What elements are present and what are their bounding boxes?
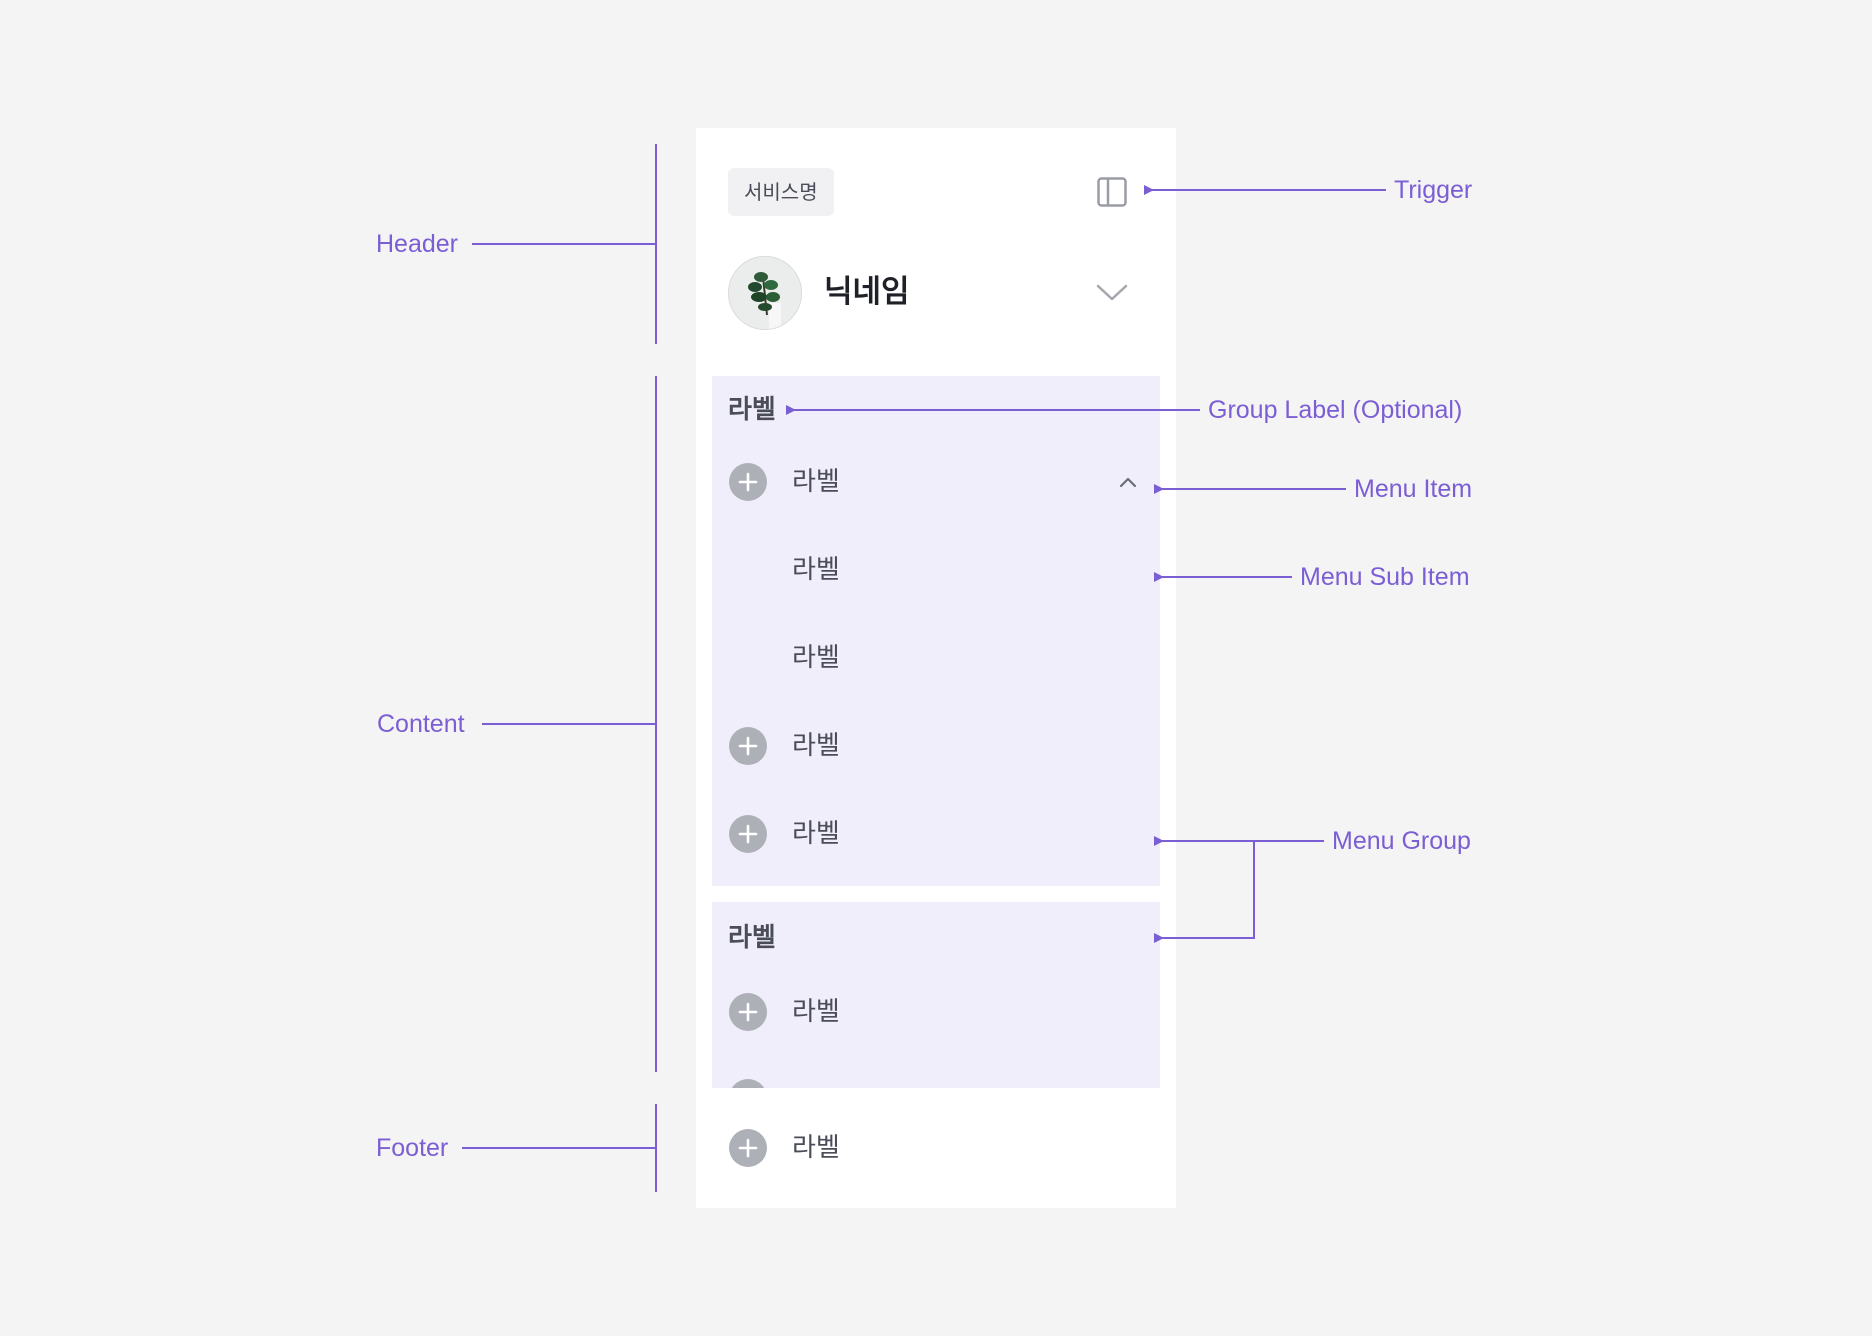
annotation-menu-group: Menu Group — [1332, 827, 1471, 855]
annotation-menu-sub-item: Menu Sub Item — [1300, 563, 1470, 591]
menu-sub-item-label: 라벨 — [792, 555, 840, 585]
menu-item[interactable]: 라벨 — [712, 702, 1160, 790]
plus-circle-icon — [729, 463, 767, 501]
footer-item-label: 라벨 — [792, 1133, 840, 1163]
annotation-group-label: Group Label (Optional) — [1208, 396, 1463, 424]
annotation-menu-item: Menu Item — [1354, 475, 1473, 503]
group-label: 라벨 — [728, 395, 776, 425]
menu-item[interactable]: 라벨 — [712, 790, 1160, 878]
plus-circle-icon — [729, 1129, 767, 1167]
menu-sub-item[interactable]: 라벨 — [712, 614, 1160, 702]
avatar[interactable] — [728, 256, 802, 330]
plus-circle-icon — [729, 993, 767, 1031]
footer-menu-item[interactable]: 라벨 — [712, 1104, 1160, 1192]
sidebar-panel: 서비스명 닉네임 라벨 라벨 — [696, 128, 1176, 1208]
plus-circle-icon — [729, 815, 767, 853]
plus-circle-icon — [729, 727, 767, 765]
chevron-down-icon[interactable] — [1094, 278, 1130, 306]
menu-item-label: 라벨 — [792, 997, 840, 1027]
profile-nickname[interactable]: 닉네임 — [824, 274, 910, 310]
menu-sub-item-label: 라벨 — [792, 643, 840, 673]
menu-group: 라벨 라벨 라벨 라벨 라벨 — [712, 376, 1160, 886]
annotation-header: Header — [376, 230, 458, 258]
menu-item-label: 라벨 — [792, 467, 840, 497]
annotation-footer: Footer — [376, 1134, 449, 1162]
annotation-trigger: Trigger — [1394, 176, 1473, 204]
menu-item[interactable]: 라벨 — [712, 968, 1160, 1056]
menu-item[interactable]: 라벨 — [712, 438, 1160, 526]
menu-item-label: 라벨 — [792, 731, 840, 761]
plus-circle-icon — [731, 1079, 765, 1088]
group-label: 라벨 — [728, 923, 776, 953]
sidebar-toggle-icon[interactable] — [1096, 176, 1128, 208]
menu-group: 라벨 라벨 — [712, 902, 1160, 1088]
plant-icon — [729, 257, 801, 329]
annotation-content: Content — [377, 710, 465, 738]
chevron-up-icon[interactable] — [1116, 472, 1140, 492]
menu-item-label: 라벨 — [792, 819, 840, 849]
service-name-badge[interactable]: 서비스명 — [728, 168, 834, 216]
menu-sub-item[interactable]: 라벨 — [712, 526, 1160, 614]
